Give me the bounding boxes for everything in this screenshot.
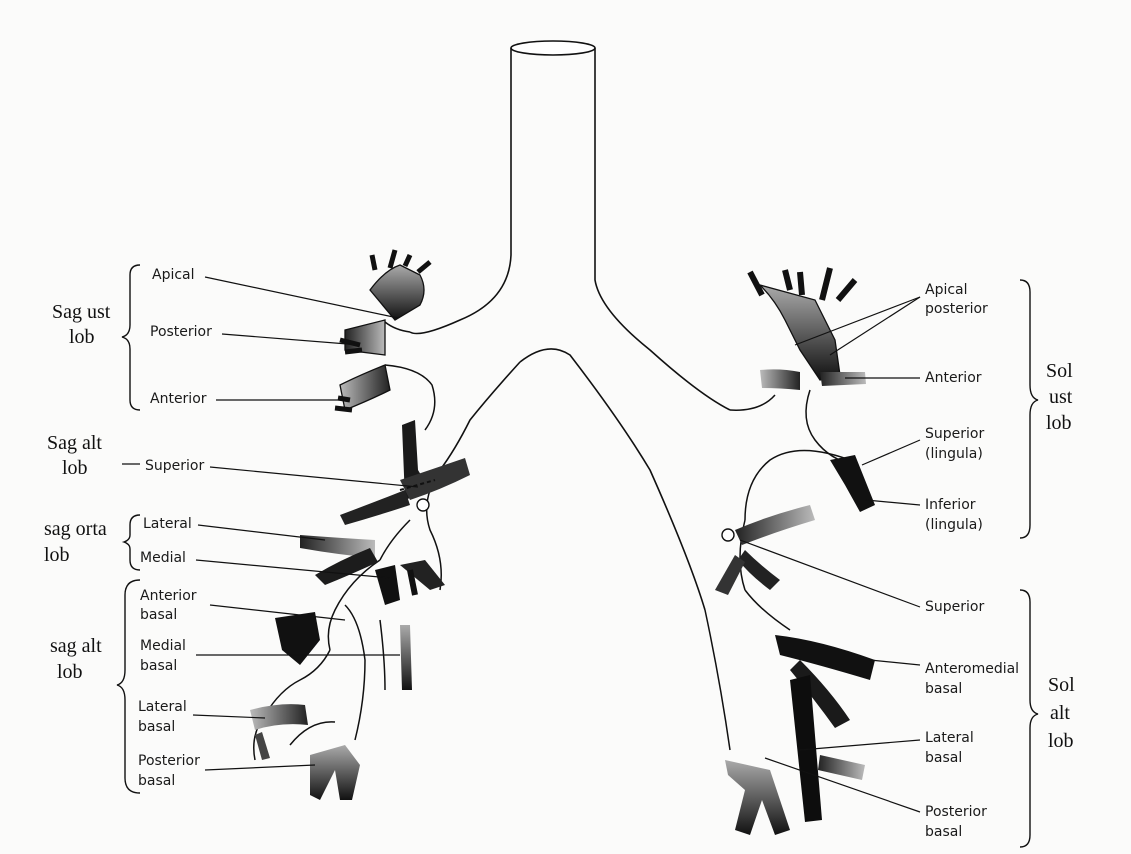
right-lower-lobe-branches [715,505,875,835]
left-lower-top-title-2: lob [62,455,88,481]
label-right-lateral-basal-1: Lateral [925,728,974,749]
label-right-anteromedial-basal-1: Anteromedial [925,659,1019,680]
right-lower-lobe-title-1: Sol [1048,672,1075,698]
left-middle-lobe-title-2: lob [44,542,70,568]
label-left-anterior-basal-1: Anterior [140,586,197,607]
label-right-apical-posterior-2: posterior [925,299,988,320]
label-left-lateral: Lateral [143,514,192,535]
left-lower-lobe-title-2: lob [57,659,83,685]
label-left-anterior-basal-2: basal [140,605,177,626]
left-upper-lobe-branches [335,250,430,410]
label-left-lateral-basal-2: basal [138,717,175,738]
label-left-apical: Apical [152,265,195,286]
right-upper-lobe-title-1: Sol [1046,358,1073,384]
label-right-posterior-basal-2: basal [925,822,962,843]
label-left-posterior-basal-1: Posterior [138,751,200,772]
left-superior-segment [340,420,470,525]
label-left-superior: Superior [145,456,204,477]
right-upper-lobe-title-2: ust [1049,384,1072,410]
label-left-anterior: Anterior [150,389,207,410]
label-right-posterior-basal-1: Posterior [925,802,987,823]
label-left-posterior-basal-2: basal [138,771,175,792]
label-left-medial-basal-2: basal [140,656,177,677]
trachea [410,41,730,610]
label-right-superior-lingula-1: Superior [925,424,984,445]
label-left-posterior: Posterior [150,322,212,343]
right-lower-lobe-title-2: alt [1050,700,1070,726]
left-middle-lobe-title-1: sag orta [44,516,107,542]
label-right-lateral-basal-2: basal [925,748,962,769]
left-lower-top-title-1: Sag alt [47,430,102,456]
left-lower-lobe-title-1: sag alt [50,633,102,659]
label-right-apical-posterior-1: Apical [925,280,968,301]
label-right-superior: Superior [925,597,984,618]
left-upper-lobe-title-1: Sag ust [52,299,110,325]
label-left-lateral-basal-1: Lateral [138,697,187,718]
right-upper-lobe-branches [750,268,875,512]
label-right-inferior-lingula-2: (lingula) [925,515,983,536]
label-left-medial: Medial [140,548,186,569]
right-lower-lobe-title-3: lob [1048,728,1074,754]
label-right-superior-lingula-2: (lingula) [925,444,983,465]
label-right-inferior-lingula-1: Inferior [925,495,976,516]
right-upper-lobe-title-3: lob [1046,410,1072,436]
label-right-anteromedial-basal-2: basal [925,679,962,700]
left-middle-lobe-branches [300,535,445,605]
left-upper-lobe-title-2: lob [69,324,95,350]
label-right-anterior: Anterior [925,368,982,389]
label-left-medial-basal-1: Medial [140,636,186,657]
left-basal-branches [250,612,412,800]
